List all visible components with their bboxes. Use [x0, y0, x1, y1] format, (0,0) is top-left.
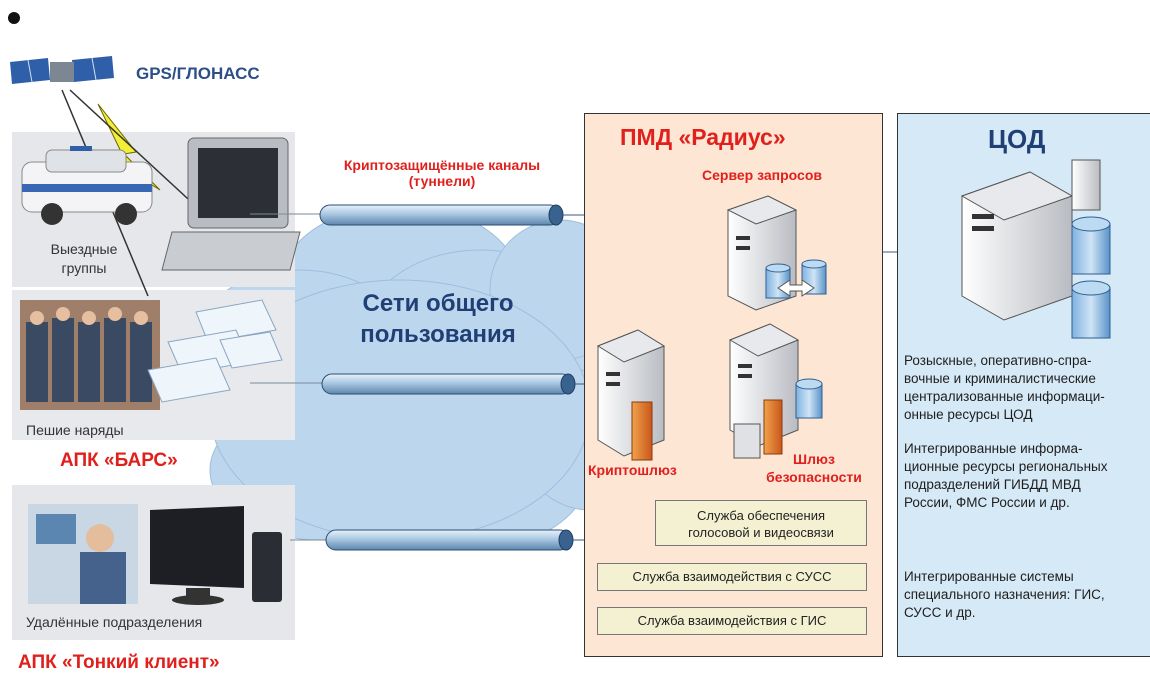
apk-bars-label: АПК «БАРС» [60, 450, 178, 471]
voice-video-service-box: Служба обеспечения голосовой и видеосвяз… [655, 500, 867, 546]
remote-units-label: Удалённые подразделения [26, 614, 203, 630]
monitor-icon [150, 506, 244, 605]
pmd-title: ПМД «Радиус» [620, 124, 786, 150]
crypto-gateway-label: Криптошлюз [588, 462, 677, 478]
cod-text3-line: Интегрированные системы [904, 569, 1074, 584]
foot-patrol-label: Пешие наряды [26, 422, 124, 438]
suss-service-box: Служба взаимодействия с СУСС [597, 563, 867, 591]
field-groups-line2: группы [61, 260, 107, 276]
security-gateway-label: Шлюз безопасности [764, 450, 864, 486]
cod-text-block-1: Розыскные, оперативно-спра- вочные и кри… [904, 352, 1150, 424]
field-groups-label: Выездные группы [34, 240, 134, 278]
officers-photo [20, 300, 160, 410]
cod-text2-line: подразделений ГИБДД МВД [904, 477, 1081, 492]
cod-database-icon [1071, 216, 1111, 339]
gps-glonass-label: GPS/ГЛОНАСС [136, 64, 260, 83]
cod-text-block-3: Интегрированные системы специального наз… [904, 568, 1150, 622]
satellite-icon [10, 56, 114, 84]
officer-workstation-photo [28, 504, 138, 604]
crypto-tunnel-1 [250, 204, 564, 226]
apk-thin-client-label: АПК «Тонкий клиент» [18, 652, 220, 673]
security-gateway-line1: Шлюз [793, 451, 835, 467]
rugged-laptop-icon [161, 137, 301, 271]
field-groups-line1: Выездные [50, 241, 118, 257]
cod-text3-line: специального назначения: ГИС, [904, 587, 1105, 602]
voice-video-service-line2: голосовой и видеосвязи [688, 525, 834, 540]
cod-server-icon [960, 159, 1101, 321]
public-network-line2: пользования [360, 321, 516, 348]
police-car-icon [21, 146, 153, 225]
cod-text1-line: вочные и криминалистические [904, 371, 1096, 386]
crypto-channels-title: Криптозащищённые каналы (туннели) [318, 157, 566, 189]
suss-service-label: Служба взаимодействия с СУСС [632, 569, 832, 584]
cod-title: ЦОД [988, 124, 1046, 154]
cod-text1-line: онные ресурсы ЦОД [904, 407, 1033, 422]
crypto-tunnel-3 [290, 529, 574, 551]
gis-service-box: Служба взаимодействия с ГИС [597, 607, 867, 635]
security-gateway-server-icon [728, 323, 823, 459]
gis-service-label: Служба взаимодействия с ГИС [637, 613, 827, 628]
crypto-channels-line1: Криптозащищённые каналы [343, 157, 541, 173]
cod-text2-line: России, ФМС России и др. [904, 495, 1070, 510]
voice-video-service-line1: Служба обеспечения [696, 508, 826, 523]
cod-text2-line: ционные ресурсы региональных [904, 459, 1108, 474]
firewall-icon [631, 401, 653, 461]
security-gateway-line2: безопасности [766, 469, 862, 485]
public-network-label: Сети общего пользования [318, 288, 558, 350]
thin-client-device-icon [252, 532, 282, 602]
cod-text2-line: Интегрированные информа- [904, 441, 1083, 456]
cod-text1-line: централизованные информаци- [904, 389, 1105, 404]
crypto-channels-line2: (туннели) [408, 173, 476, 189]
bullet-dot [8, 12, 20, 24]
cod-text3-line: СУСС и др. [904, 605, 976, 620]
crypto-gateway-server-icon [596, 329, 666, 461]
public-network-line1: Сети общего [362, 290, 514, 317]
query-server-db-icon [765, 259, 827, 299]
query-server-label: Сервер запросов [702, 167, 822, 183]
handheld-terminals-icon [147, 299, 283, 403]
cod-text1-line: Розыскные, оперативно-спра- [904, 353, 1092, 368]
cod-text-block-2: Интегрированные информа- ционные ресурсы… [904, 440, 1150, 512]
